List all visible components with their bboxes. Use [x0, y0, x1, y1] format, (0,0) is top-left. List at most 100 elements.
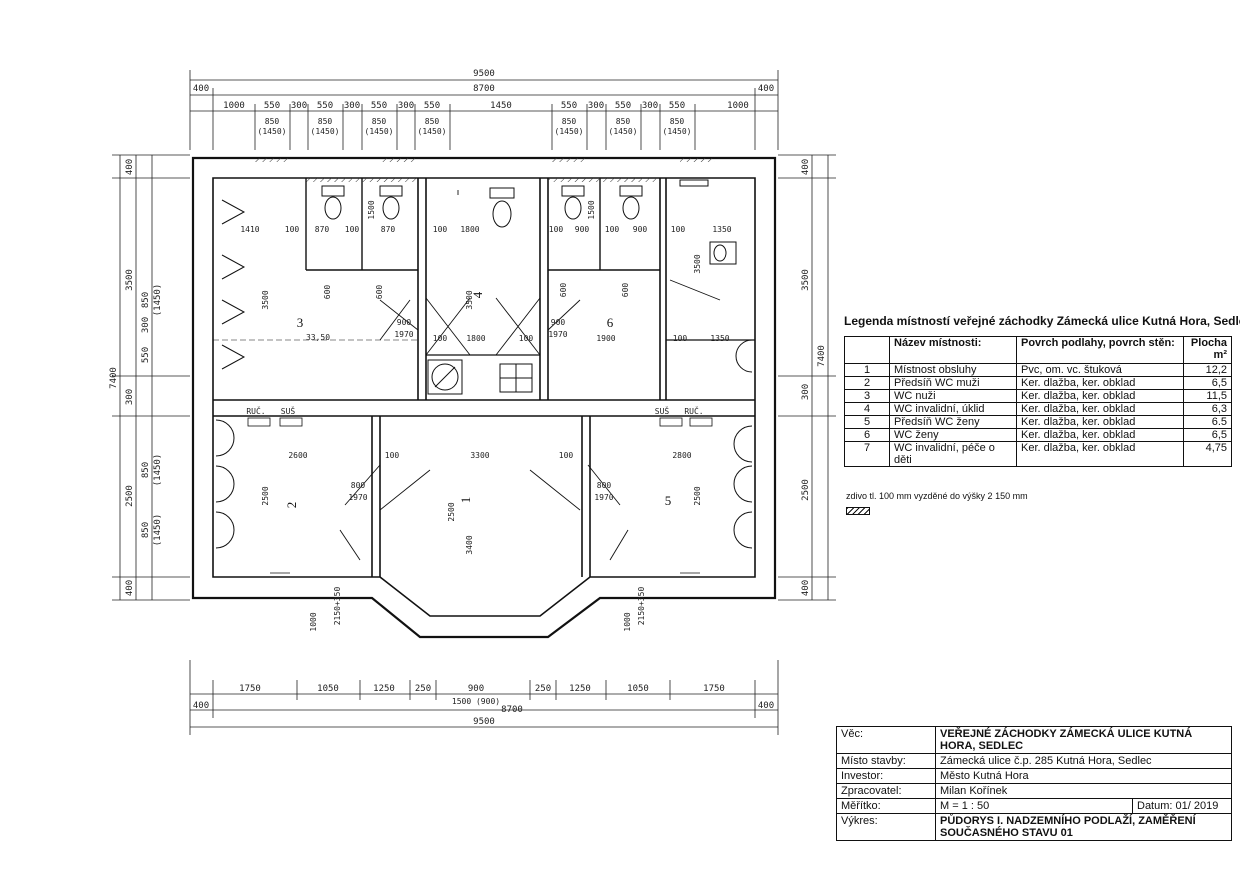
opening-width: 850: [425, 117, 440, 126]
opening-width: 850: [265, 117, 280, 126]
opening-height: (1450): [258, 127, 287, 136]
room-surface: Ker. dlažba, ker. obklad: [1016, 376, 1184, 390]
dim-inner: 1000: [309, 612, 318, 631]
room-name: WC invalidní, úklid: [889, 402, 1017, 416]
dim-seg: 1250: [373, 684, 395, 694]
dim-inner: 600: [559, 283, 568, 298]
room-number-6: 6: [607, 315, 614, 330]
dim-inner: 100: [433, 225, 448, 234]
dim-inner: 1800: [460, 225, 479, 234]
date-value: Datum: 01/ 2019: [1132, 798, 1232, 814]
room-area: 6,5: [1183, 376, 1232, 390]
view-label: Výkres:: [836, 813, 936, 841]
dim-door-sub: 1500 (900): [452, 697, 500, 706]
title-row: Zpracovatel: Milan Kořínek: [836, 783, 1232, 799]
dim-right-overall: 7400: [817, 345, 827, 367]
dim-left-window: 850: [141, 462, 151, 478]
dim-inner: 1350: [710, 334, 729, 343]
dim-inner: 900: [633, 225, 648, 234]
inner-dimension-labels: 1410 100 870 100 870 100 1800 100 900 10…: [240, 200, 731, 631]
room-no: 5: [844, 415, 890, 429]
dim-bottom-edge-left: 400: [193, 701, 209, 711]
dim-left-window: (1450): [153, 514, 163, 547]
dim-inner: 800: [351, 481, 366, 490]
dim-inner: 600: [375, 285, 384, 300]
dim-seg: 1000: [727, 101, 749, 111]
dim-inner: 2500: [693, 486, 702, 505]
title-row: Výkres: PŮDORYS I. NADZEMNÍHO PODLAŽÍ, Z…: [836, 813, 1232, 841]
dim-top-edge-left: 400: [193, 84, 209, 94]
opening-height: (1450): [555, 127, 584, 136]
room-no: 4: [844, 402, 890, 416]
legend-table: Název místnosti: Povrch podlahy, povrch …: [844, 336, 1232, 467]
title-row: Věc: VEŘEJNÉ ZÁCHODKY ZÁMECKÁ ULICE KUTN…: [836, 726, 1232, 754]
dim-inner: 3500: [693, 254, 702, 273]
dim-seg: 1250: [569, 684, 591, 694]
table-row: 6 WC ženy Ker. dlažba, ker. obklad 6,5: [844, 428, 1232, 442]
dim-inner: 2500: [261, 486, 270, 505]
legend-header-surface: Povrch podlahy, povrch stěn:: [1016, 336, 1184, 364]
room-area-3: 33,50: [306, 333, 330, 342]
dim-inner: 1800: [466, 334, 485, 343]
dim-inner: 2150+350: [637, 587, 646, 626]
dim-seg: 250: [535, 684, 551, 694]
opening-height: (1450): [418, 127, 447, 136]
dim-right-part: 300: [801, 384, 811, 400]
table-row: 7 WC invalidní, péče o děti Ker. dlažba,…: [844, 441, 1232, 467]
title-value: Město Kutná Hora: [935, 768, 1232, 784]
room-area: 6,5: [1183, 428, 1232, 442]
room-area: 6.5: [1183, 415, 1232, 429]
dim-left-part: 3500: [125, 269, 135, 291]
dim-inner: 1970: [548, 330, 567, 339]
top-segment-labels: 1000 550 300 550 300 550 300 550 1450 55…: [223, 101, 749, 111]
dim-left-window: (1450): [153, 454, 163, 487]
room-number-3: 3: [297, 315, 304, 330]
title-value: VEŘEJNÉ ZÁCHODKY ZÁMECKÁ ULICE KUTNÁ HOR…: [935, 726, 1232, 754]
dim-right-part: 3500: [801, 269, 811, 291]
dim-inner: 870: [381, 225, 396, 234]
dim-left-window: 850: [141, 522, 151, 538]
opening-height: (1450): [311, 127, 340, 136]
dim-left-part: 400: [125, 159, 135, 175]
dim-left-part: 300: [125, 389, 135, 405]
legend-header-row: Název místnosti: Povrch podlahy, povrch …: [844, 336, 1232, 364]
room-name: WC nuži: [889, 389, 1017, 403]
dim-seg: 550: [669, 101, 685, 111]
dim-seg: 900: [468, 684, 484, 694]
room-name: WC ženy: [889, 428, 1017, 442]
dim-top-edge-right: 400: [758, 84, 774, 94]
dim-inner: 1900: [596, 334, 615, 343]
room-surface: Pvc, om. vc. štuková: [1016, 363, 1184, 377]
dim-inner: 1410: [240, 225, 259, 234]
label-sus: SUŠ: [281, 405, 296, 416]
dim-seg: 1750: [703, 684, 725, 694]
table-row: 3 WC nuži Ker. dlažba, ker. obklad 11,5: [844, 389, 1232, 403]
dim-left-window: 300: [141, 317, 151, 333]
room-legend: Legenda místností veřejné záchodky Zámec…: [840, 314, 1240, 515]
title-block-table: Věc: VEŘEJNÉ ZÁCHODKY ZÁMECKÁ ULICE KUTN…: [836, 726, 1232, 841]
title-label: Místo stavby:: [836, 753, 936, 769]
room-area: 6,3: [1183, 402, 1232, 416]
dim-inner: 2500: [447, 502, 456, 521]
title-label: Věc:: [836, 726, 936, 754]
dim-seg: 1450: [490, 101, 512, 111]
dim-left-overall: 7400: [109, 367, 119, 389]
dim-inner: 1350: [712, 225, 731, 234]
dim-inner: 100: [559, 451, 574, 460]
top-opening-labels: 850 (1450) 850 (1450) 850 (1450) 850 (14…: [258, 117, 692, 136]
dim-inner: 1970: [394, 330, 413, 339]
opening-height: (1450): [365, 127, 394, 136]
hatched-walls: [255, 158, 715, 182]
dim-left-window: 850: [141, 292, 151, 308]
opening-width: 850: [562, 117, 577, 126]
dim-inner: 1500: [367, 200, 376, 219]
dim-inner: 3500: [465, 290, 474, 309]
room-name: Předsíň WC ženy: [889, 415, 1017, 429]
right-dimensions: [778, 154, 836, 601]
hatch-swatch-icon: [846, 507, 870, 515]
opening-width: 850: [372, 117, 387, 126]
dim-inner: 870: [315, 225, 330, 234]
opening-width: 850: [670, 117, 685, 126]
toilet-icons: [321, 179, 737, 265]
dim-seg: 1050: [627, 684, 649, 694]
